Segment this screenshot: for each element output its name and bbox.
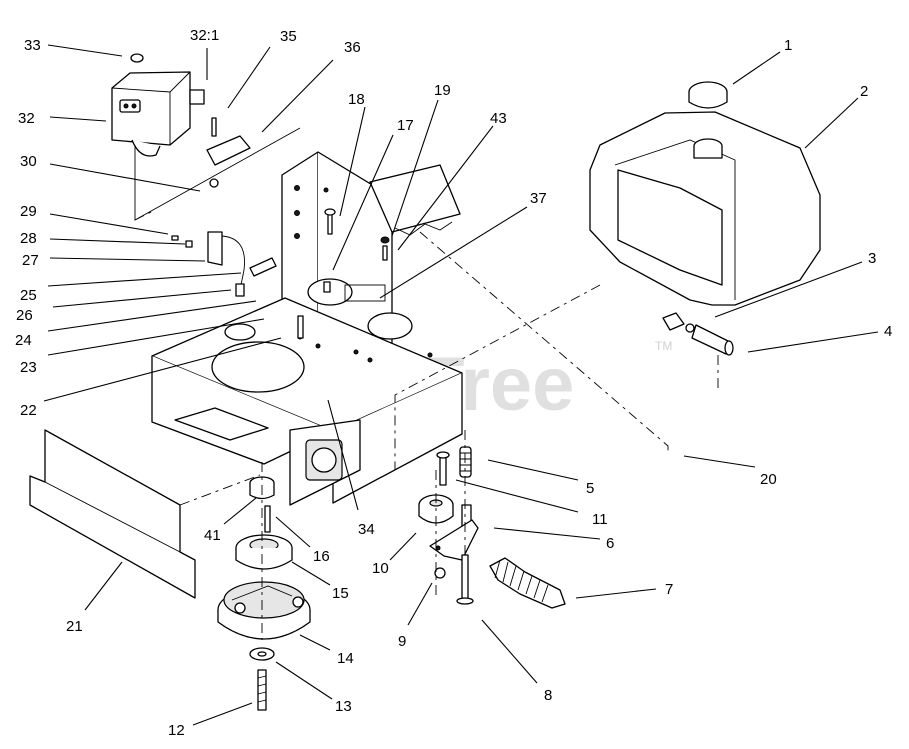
callout-26: 26 [16,307,33,324]
callout-3: 3 [868,250,876,267]
callout-25: 25 [20,287,37,304]
idler-bolt [436,451,450,486]
callout-23: 23 [20,359,37,376]
clutch-bolt [257,669,267,711]
callout-19: 19 [434,82,451,99]
ignition-coil [111,53,205,157]
callout-12: 12 [168,722,185,739]
fuel-fitting [662,312,695,333]
washer [249,647,275,661]
pulley [235,534,293,570]
electric-clutch [217,581,311,640]
key-pin [264,505,271,533]
callout-15: 15 [332,585,349,602]
callout-30: 30 [20,153,37,170]
callout-29: 29 [20,203,37,220]
callout-13: 13 [335,698,352,715]
phantom-line-left [134,209,156,221]
callout-33: 33 [24,37,41,54]
callout-1: 1 [784,37,792,54]
switch-bracket [206,117,251,188]
callout-34: 34 [358,521,375,538]
callout-20: 20 [760,471,777,488]
idler-spring [489,557,566,609]
shield-plate [29,429,196,599]
idler-pivot-bolt [456,554,474,605]
callout-9: 9 [398,633,406,650]
wire-harness [171,231,277,297]
callout-43: 43 [490,110,507,127]
phantom-line-tank [394,284,601,470]
idler-arm [429,519,479,561]
callout-6: 6 [606,535,614,552]
callout-5: 5 [586,480,594,497]
fuel-hose [691,324,734,356]
callout-35: 35 [280,28,297,45]
callout-21: 21 [66,618,83,635]
fuel-tank [589,111,821,306]
callout-labels: 1 2 3 4 5 6 7 8 9 10 11 12 13 14 15 16 1… [15,27,892,739]
callout-32: 32 [18,110,35,127]
callout-36: 36 [344,39,361,56]
callout-41: 41 [204,527,221,544]
callout-10: 10 [372,560,389,577]
callout-27: 27 [22,252,39,269]
callout-14: 14 [337,650,354,667]
callout-17: 17 [397,117,414,134]
callout-22: 22 [20,402,37,419]
fuel-cap [688,81,728,109]
callout-28: 28 [20,230,37,247]
watermark-trademark: TM [655,339,672,353]
callout-8: 8 [544,687,552,704]
idler-pulley [418,494,454,524]
callout-4: 4 [884,323,892,340]
callout-32-1: 32:1 [190,27,219,44]
phantom-line-shield [179,474,261,506]
callout-16: 16 [313,548,330,565]
callout-2: 2 [860,83,868,100]
callout-18: 18 [348,91,365,108]
callout-24: 24 [15,332,32,349]
leader-lines [43,44,879,726]
callout-37: 37 [530,190,547,207]
phantom-line-rod [419,231,669,452]
idler-spacer [459,446,472,478]
fasteners-upper [297,208,390,339]
callout-7: 7 [665,581,673,598]
chassis-frame [151,151,463,506]
callout-11: 11 [592,511,608,528]
idler-nut [434,567,446,579]
